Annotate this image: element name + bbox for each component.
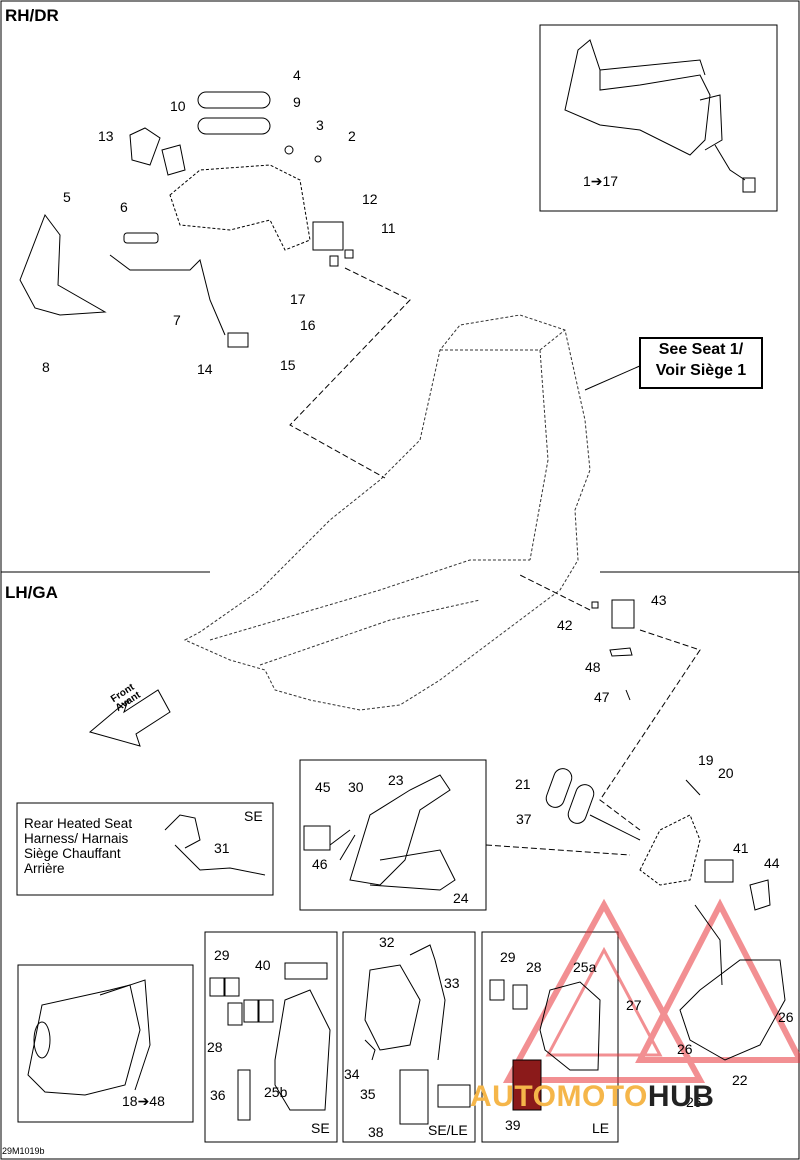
callout-24: 24 <box>453 890 469 906</box>
watermark-text: AUTOMOTOHUB <box>470 1080 714 1114</box>
rear-harness-text: Rear Heated Seat Harness/ Harnais Siège … <box>24 816 132 876</box>
callout-8: 8 <box>42 359 50 375</box>
section-label-rh: RH/DR <box>5 6 59 25</box>
callout-6: 6 <box>120 199 128 215</box>
leader-lines <box>289 267 701 856</box>
inset-box-se <box>204 931 338 1143</box>
callout-7: 7 <box>173 312 181 328</box>
callout-29: 26 <box>677 1041 693 1057</box>
callout-5: 5 <box>63 189 71 205</box>
callout-37: 32 <box>379 934 395 950</box>
callout-27: 26 <box>778 1009 794 1025</box>
seat-outline <box>183 314 591 711</box>
callout-53: 48 <box>585 659 601 675</box>
callout-18: 18➔48 <box>122 1093 165 1109</box>
callout-48: 43 <box>651 592 667 608</box>
callout-23: 23 <box>388 772 404 788</box>
callout-12: 12 <box>362 191 378 207</box>
callout-20: 20 <box>718 765 734 781</box>
callout-14: 14 <box>197 361 213 377</box>
inset-box-rear-harness <box>16 802 274 896</box>
front-arrow <box>88 689 171 747</box>
callout-26: 25b <box>264 1084 288 1100</box>
callout-21: 21 <box>515 776 531 792</box>
watermark-part2: HUB <box>647 1080 715 1113</box>
inset-box-assembly <box>539 24 778 212</box>
callout-50: 45 <box>315 779 331 795</box>
callout-22: 22 <box>732 1072 748 1088</box>
callout-15: 15 <box>280 357 296 373</box>
callout-2: 2 <box>348 128 356 144</box>
harness-line-3: Siège Chauffant <box>24 846 121 861</box>
inset-box-sele <box>342 931 476 1143</box>
inset-assembly-drawing <box>564 39 756 193</box>
callout-13: 13 <box>98 128 114 144</box>
see-seat-line1: See Seat 1/ <box>658 341 744 358</box>
callout-30: 27 <box>626 997 642 1013</box>
callout-42: 37 <box>516 811 532 827</box>
callout-52: 47 <box>594 689 610 705</box>
callout-47: 42 <box>557 617 573 633</box>
inset-box-harness <box>299 759 487 911</box>
figure-reference: 29M1019b <box>2 1146 45 1156</box>
callout-10: 10 <box>170 98 186 114</box>
cover-drawing <box>27 979 151 1096</box>
callout-3: 3 <box>316 117 324 133</box>
callout-41: 36 <box>210 1087 226 1103</box>
rh-handle-drawing <box>19 91 354 348</box>
callout-35: 30 <box>348 779 364 795</box>
inset-box-cover <box>17 964 194 1123</box>
callout-39: 34 <box>344 1066 360 1082</box>
callout-43: 38 <box>368 1124 384 1140</box>
callout-45: 40 <box>255 957 271 973</box>
watermark-part1: AUTOMOTO <box>470 1080 648 1113</box>
callout-31: 28 <box>207 1039 223 1055</box>
callout-16: 16 <box>300 317 316 333</box>
callout-49: 44 <box>764 855 780 871</box>
callout-44: 39 <box>505 1117 521 1133</box>
harness-drawing <box>164 774 456 891</box>
see-seat-note: See Seat 1/ Voir Siège 1 <box>639 337 763 389</box>
callout-33: 29 <box>214 947 230 963</box>
harness-line-1: Rear Heated Seat <box>24 816 133 831</box>
watermark-logo <box>502 898 800 1083</box>
callout-19: 19 <box>698 752 714 768</box>
lh-parts-drawing <box>545 599 786 1061</box>
harness-line-2: Harness/ Harnais <box>24 831 129 846</box>
callout-9: 9 <box>293 94 301 110</box>
callout-11: 11 <box>381 220 396 236</box>
callout-36: 31 <box>214 840 230 856</box>
callout-17: 17 <box>290 291 306 307</box>
se-switches-drawing <box>209 962 331 1121</box>
callout-34: 29 <box>500 949 516 965</box>
sele-box-label: SE/LE <box>428 1122 468 1138</box>
callout-40: 35 <box>360 1086 376 1102</box>
inset-box-le <box>481 931 619 1143</box>
callout-46: 41 <box>733 840 749 856</box>
callout-38: 33 <box>444 975 460 991</box>
le-drawing <box>489 979 601 1111</box>
harness-line-4: Arrière <box>24 861 65 876</box>
callout-1: 1➔17 <box>583 173 618 189</box>
callout-32: 28 <box>526 959 542 975</box>
callout-28: 26 <box>686 1094 702 1110</box>
see-seat-line2: Voir Siège 1 <box>655 362 747 379</box>
callout-25: 25a <box>573 959 597 975</box>
harness-box-label: SE <box>244 808 263 824</box>
le-box-label: LE <box>592 1120 610 1136</box>
se-box-label: SE <box>311 1120 330 1136</box>
callout-4: 4 <box>293 67 301 83</box>
callout-51: 46 <box>312 856 328 872</box>
leader-arrows <box>584 364 723 986</box>
section-label-lh: LH/GA <box>5 583 58 602</box>
sele-drawing <box>364 944 471 1125</box>
